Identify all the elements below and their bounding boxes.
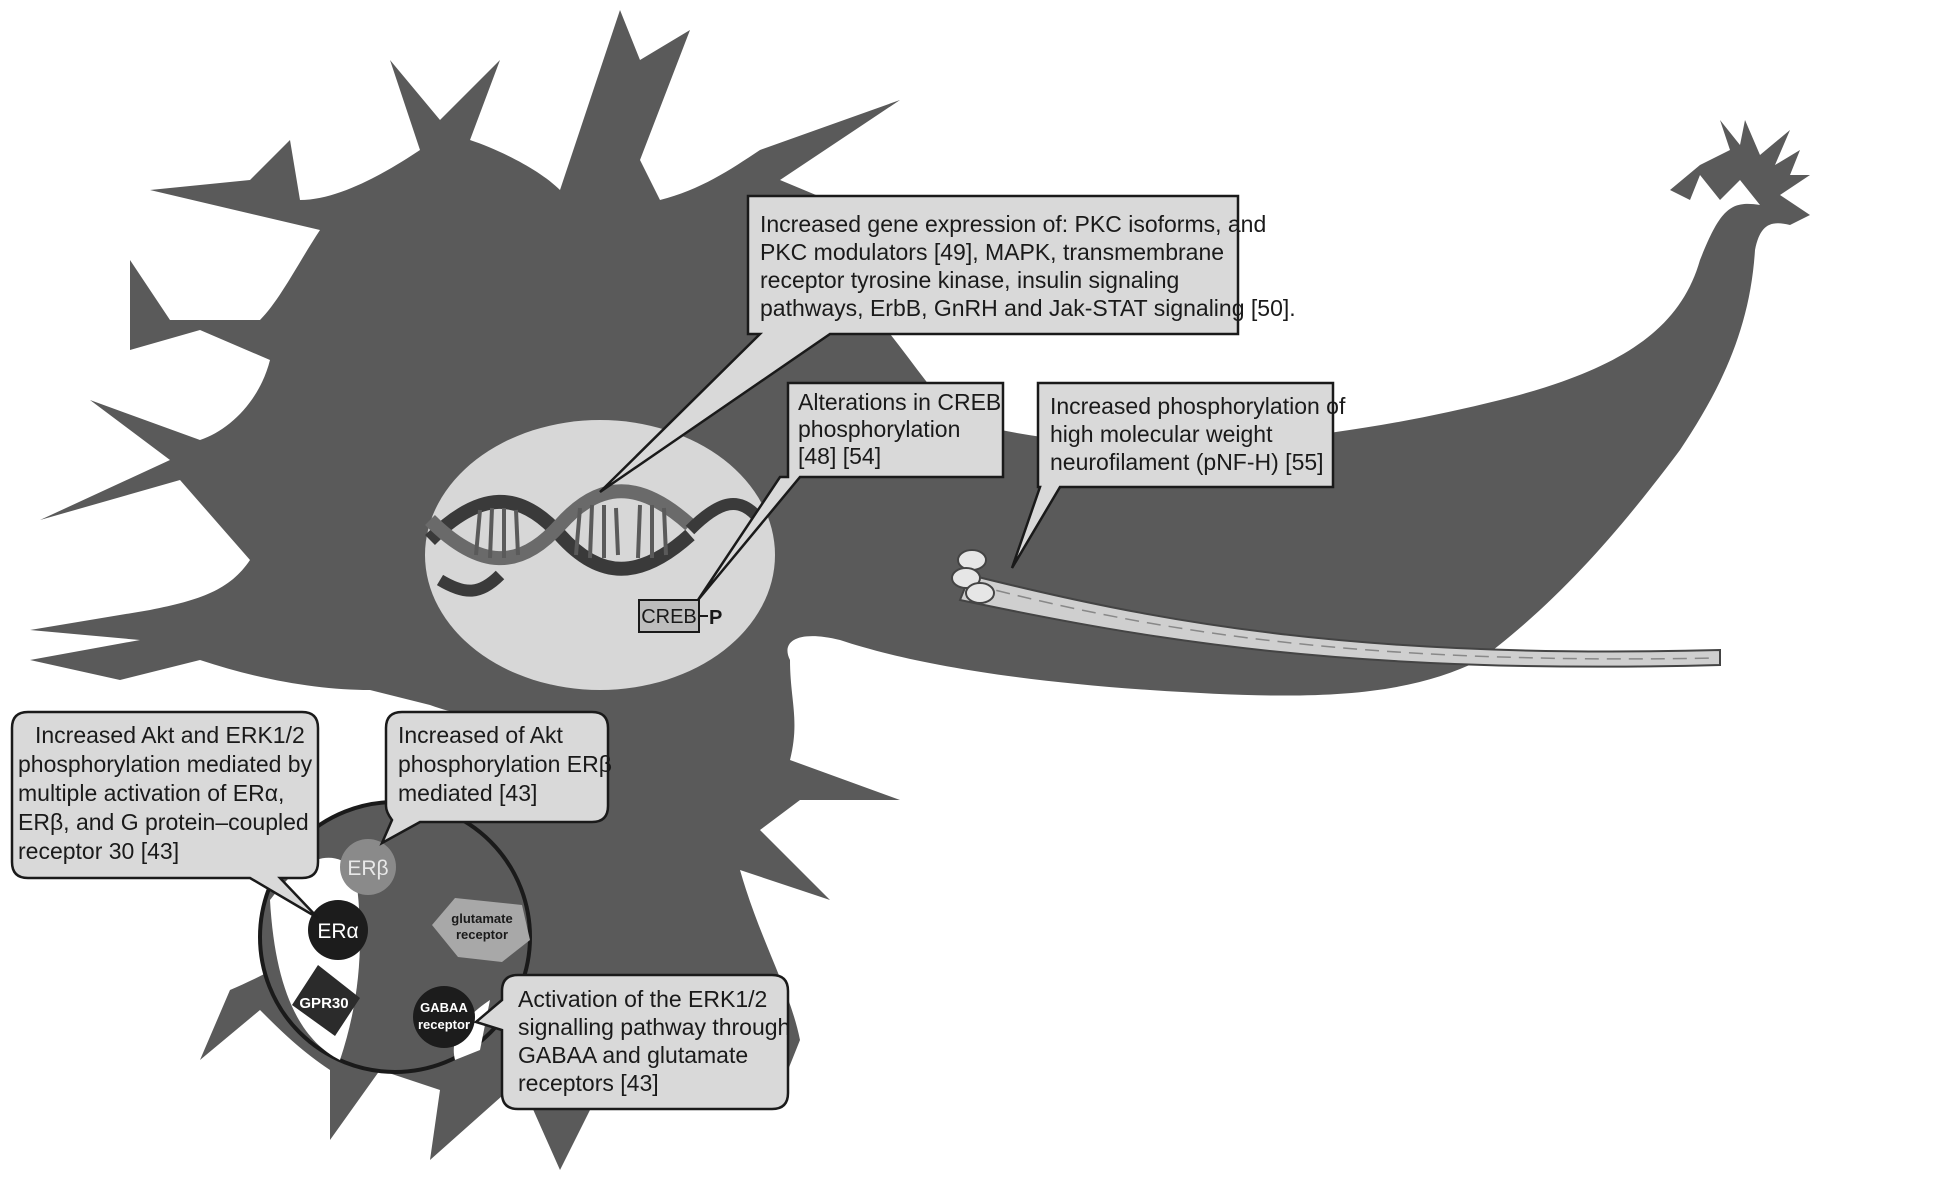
svg-text:pathways, ErbB, GnRH and Jak-S: pathways, ErbB, GnRH and Jak-STAT signal… (760, 295, 1296, 321)
svg-text:receptors [43]: receptors [43] (518, 1070, 659, 1096)
pnfh-line-3: neurofilament (pNF-H) [55] (1050, 449, 1324, 475)
creb-line-3: [48] [54] (798, 443, 881, 469)
akt-erb-line-2: phosphorylation ERβ (398, 751, 612, 777)
gene-line-2: PKC modulators [49], MAPK, transmembrane (760, 239, 1224, 265)
gaba-line-4: receptors [43] (518, 1070, 659, 1096)
gaba-label-2: receptor (418, 1017, 470, 1032)
akt-erk-line-4: ERβ, and G protein–coupled (18, 809, 309, 835)
akt-erk-line-2: phosphorylation mediated by (18, 751, 313, 777)
svg-text:ERβ, and G protein–coupled: ERβ, and G protein–coupled (18, 809, 309, 835)
glutamate-label-1: glutamate (451, 911, 512, 926)
gaba-line-2: signalling pathway through (518, 1014, 790, 1040)
pnfh-line-2: high molecular weight (1050, 421, 1273, 447)
svg-text:[48] [54]: [48] [54] (798, 443, 881, 469)
akt-erb-line-1: Increased of Akt (398, 722, 564, 748)
gpr30-receptor (292, 965, 360, 1036)
svg-text:Increased phosphorylation of: Increased phosphorylation of (1050, 393, 1346, 419)
svg-text:phosphorylation ERβ: phosphorylation ERβ (398, 751, 612, 777)
gpr30-label: GPR30 (299, 995, 348, 1012)
svg-text:Increased Akt and ERK1/2: Increased Akt and ERK1/2 (35, 722, 305, 748)
gene-line-1: Increased gene expression of: PKC isofor… (760, 211, 1266, 237)
akt-erk-line-5: receptor 30 [43] (18, 838, 179, 864)
creb-line-1: Alterations in CREB (798, 389, 1001, 415)
akt-erk-line-1: Increased Akt and ERK1/2 (35, 722, 305, 748)
svg-text:mediated [43]: mediated [43] (398, 780, 537, 806)
er-beta-receptor (340, 839, 396, 895)
glutamate-label-2: receptor (456, 927, 508, 942)
svg-text:phosphorylation: phosphorylation (798, 416, 960, 442)
svg-text:GABAA and glutamate: GABAA and glutamate (518, 1042, 748, 1068)
gaba-receptor (413, 986, 475, 1048)
akt-erb-line-3: mediated [43] (398, 780, 537, 806)
creb-line-2: phosphorylation (798, 416, 960, 442)
svg-text:receptor 30 [43]: receptor 30 [43] (18, 838, 179, 864)
callout-gene-expression: Increased gene expression of: PKC isofor… (599, 194, 1296, 494)
svg-text:Activation of the ERK1/2: Activation of the ERK1/2 (518, 986, 767, 1012)
creb-label: CREB (641, 606, 697, 628)
neurofilament-bundle (951, 549, 1721, 668)
phospho-label: P (709, 607, 722, 629)
callout-creb: Alterations in CREB phosphorylation [48]… (696, 381, 1005, 601)
svg-text:Increased of Akt: Increased of Akt (398, 722, 564, 748)
dna-helix-icon (425, 484, 765, 597)
callout-pnfh: Increased phosphorylation of high molecu… (1010, 381, 1346, 569)
callout-akt-erk: Increased Akt and ERK1/2 phosphorylation… (10, 710, 320, 920)
svg-text:Increased gene expression of:: Increased gene expression of: PKC isofor… (760, 211, 1266, 237)
glutamate-receptor (432, 898, 530, 962)
svg-text:phosphorylation mediated by: phosphorylation mediated by (18, 751, 313, 777)
svg-text:multiple activation of ERα,: multiple activation of ERα, (18, 780, 284, 806)
callout-akt-erb: Increased of Akt phosphorylation ERβ med… (379, 710, 612, 846)
svg-text:neurofilament (pNF-H) [55]: neurofilament (pNF-H) [55] (1050, 449, 1324, 475)
gaba-line-1: Activation of the ERK1/2 (518, 986, 767, 1012)
gene-line-3: receptor tyrosine kinase, insulin signal… (760, 267, 1179, 293)
er-alpha-receptor (308, 900, 368, 960)
gene-line-4: pathways, ErbB, GnRH and Jak-STAT signal… (760, 295, 1296, 321)
svg-text:signalling pathway through: signalling pathway through (518, 1014, 790, 1040)
svg-text:PKC modulators [49], MAPK, tra: PKC modulators [49], MAPK, transmembrane (760, 239, 1224, 265)
svg-text:Alterations in CREB: Alterations in CREB (798, 389, 1001, 415)
pnfh-line-1: Increased phosphorylation of (1050, 393, 1346, 419)
er-beta-label: ERβ (347, 857, 388, 880)
svg-text:high molecular weight: high molecular weight (1050, 421, 1273, 447)
gaba-line-3: GABAA and glutamate (518, 1042, 748, 1068)
er-alpha-label: ERα (317, 920, 358, 943)
svg-text:receptor tyrosine kinase, insu: receptor tyrosine kinase, insulin signal… (760, 267, 1179, 293)
creb-box (638, 599, 700, 633)
gaba-label-1: GABAA (420, 1000, 468, 1015)
callout-gaba: Activation of the ERK1/2 signalling path… (473, 973, 790, 1111)
akt-erk-line-3: multiple activation of ERα, (18, 780, 284, 806)
